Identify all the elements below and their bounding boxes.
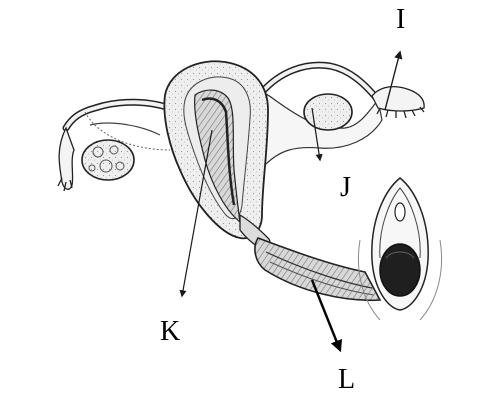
left-ovarian-ligament bbox=[90, 123, 160, 135]
label-j: J bbox=[340, 174, 351, 202]
label-i: I bbox=[396, 6, 405, 34]
right-ovary bbox=[304, 94, 352, 130]
label-l: L bbox=[338, 366, 355, 394]
label-k: K bbox=[160, 318, 180, 346]
left-ovary bbox=[82, 140, 134, 180]
left-fimbriae bbox=[58, 128, 74, 191]
